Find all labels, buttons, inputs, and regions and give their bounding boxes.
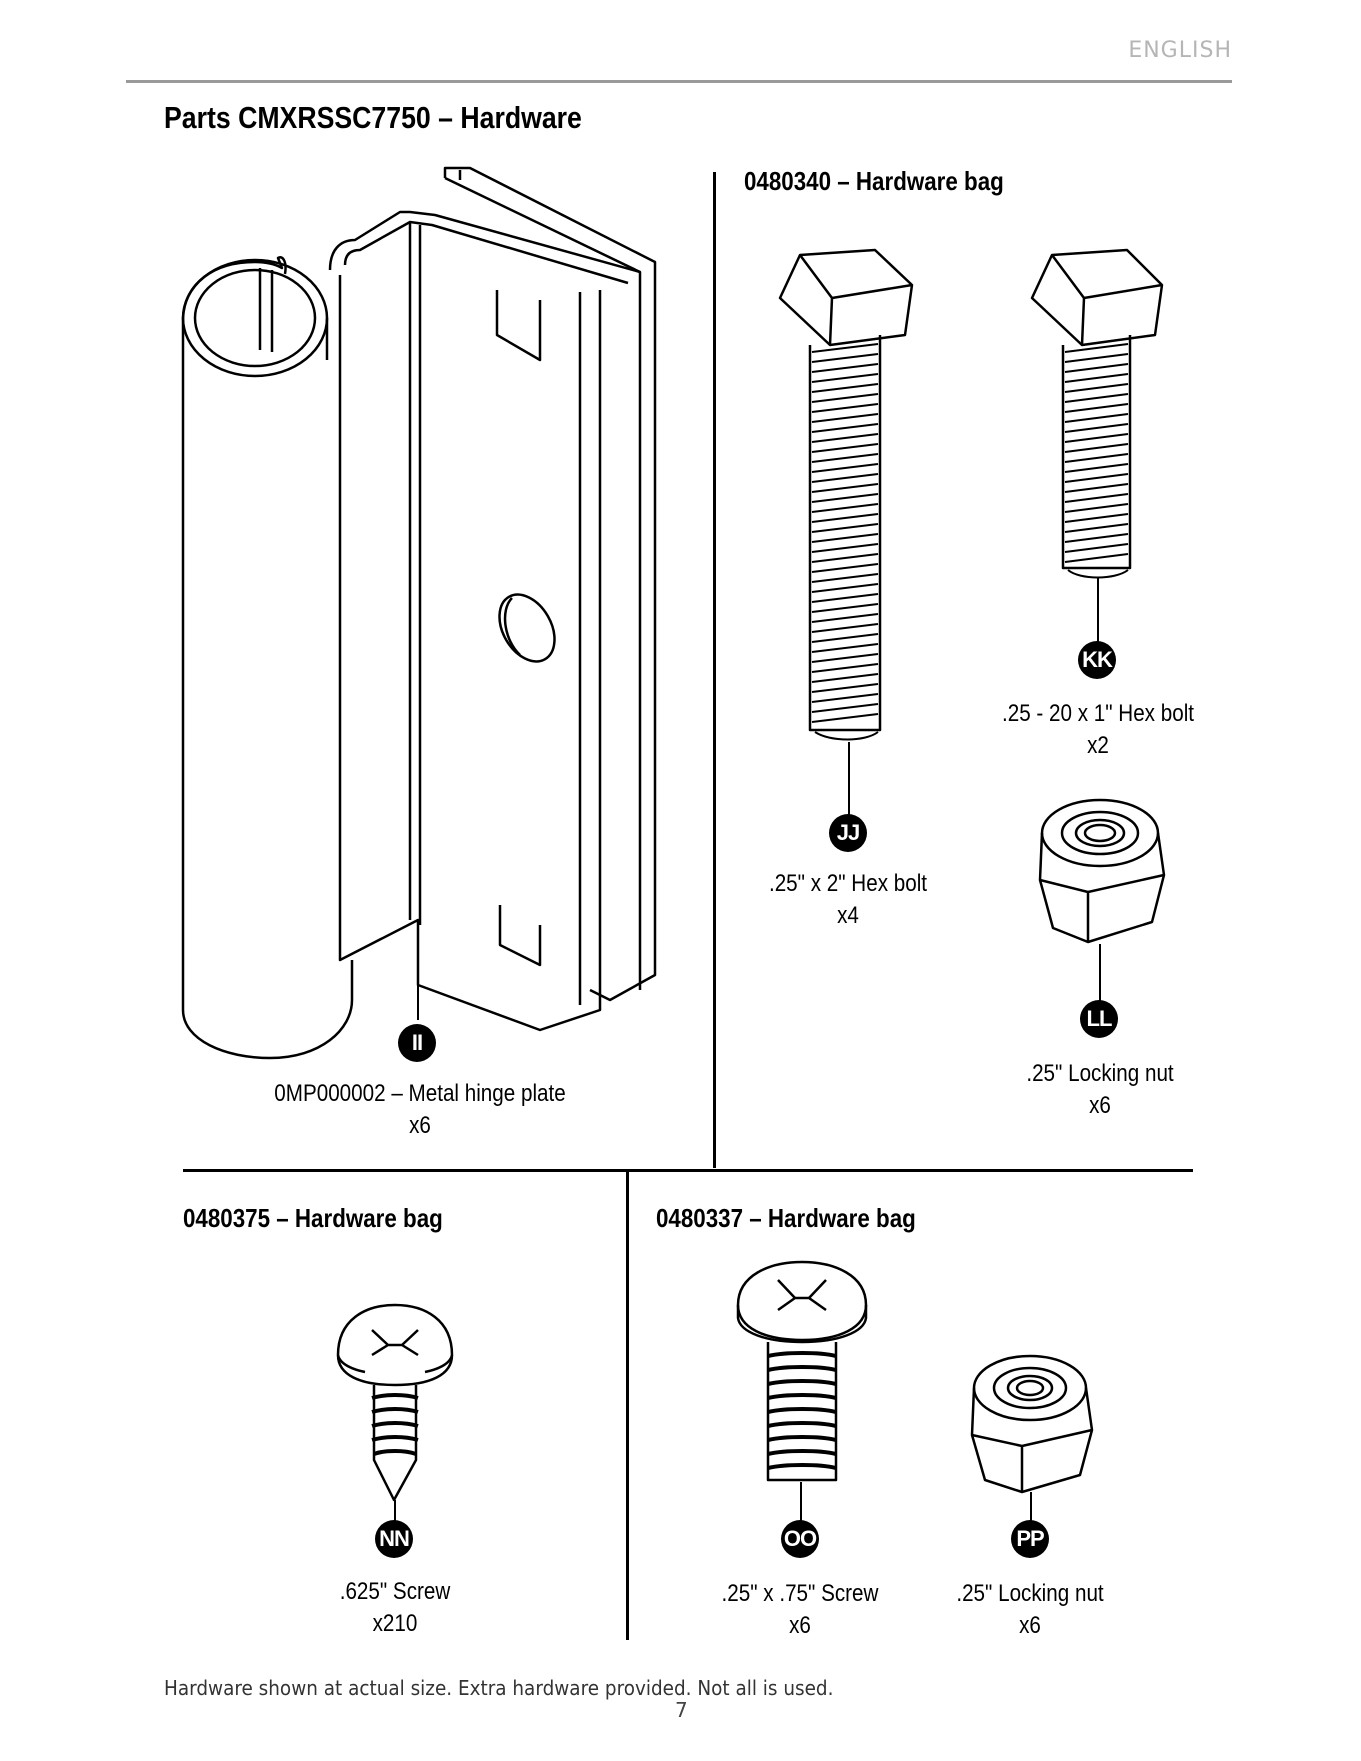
- screw-nn-label: .625" Screw: [339, 1578, 451, 1605]
- leader-line-nn: [394, 1500, 396, 1535]
- divider-horizontal: [183, 1169, 1193, 1172]
- badge-kk: KK: [1078, 641, 1116, 679]
- footer-note: Hardware shown at actual size. Extra har…: [164, 1676, 834, 1700]
- leader-line-jj: [848, 742, 850, 824]
- leader-line-pp: [1030, 1492, 1032, 1532]
- leader-line-oo: [800, 1482, 802, 1532]
- page-title: Parts CMXRSSC7750 – Hardware: [164, 100, 582, 135]
- language-label: ENGLISH: [1128, 38, 1232, 63]
- badge-oo: OO: [781, 1520, 819, 1558]
- hex-bolt-short-qty: x2: [1087, 732, 1109, 759]
- screw-oo-qty: x6: [789, 1612, 811, 1639]
- section-title-0480340: 0480340 – Hardware bag: [744, 166, 1004, 196]
- hinge-plate-qty: x6: [409, 1112, 431, 1139]
- screw-nn-qty: x210: [372, 1610, 418, 1637]
- leader-line-ll: [1099, 944, 1101, 1004]
- badge-ii: II: [398, 1024, 436, 1062]
- locking-nut-ll-qty: x6: [1089, 1092, 1111, 1119]
- divider-vertical-bottom: [626, 1172, 629, 1640]
- hinge-plate-label: 0MP000002 – Metal hinge plate: [274, 1080, 566, 1107]
- hex-bolt-long-qty: x4: [837, 902, 859, 929]
- locking-nut-pp-qty: x6: [1019, 1612, 1041, 1639]
- screw-oo-label: .25" x .75" Screw: [721, 1580, 879, 1607]
- locking-nut-ll-label: .25" Locking nut: [1026, 1060, 1174, 1087]
- section-title-0480375: 0480375 – Hardware bag: [183, 1203, 443, 1233]
- leader-line-kk: [1097, 578, 1099, 653]
- badge-pp: PP: [1011, 1520, 1049, 1558]
- hex-bolt-short-label: .25 - 20 x 1" Hex bolt: [1001, 700, 1195, 727]
- locking-nut-pp-label: .25" Locking nut: [956, 1580, 1104, 1607]
- badge-ll: LL: [1080, 1000, 1118, 1038]
- divider-vertical-top: [713, 172, 716, 1168]
- badge-jj: JJ: [829, 814, 867, 852]
- badge-nn: NN: [375, 1520, 413, 1558]
- hex-bolt-long-label: .25" x 2" Hex bolt: [768, 870, 928, 897]
- page-number: 7: [675, 1698, 688, 1722]
- header-rule: [126, 80, 1232, 83]
- section-title-0480337: 0480337 – Hardware bag: [656, 1203, 916, 1233]
- leader-line-ii: [417, 925, 419, 1020]
